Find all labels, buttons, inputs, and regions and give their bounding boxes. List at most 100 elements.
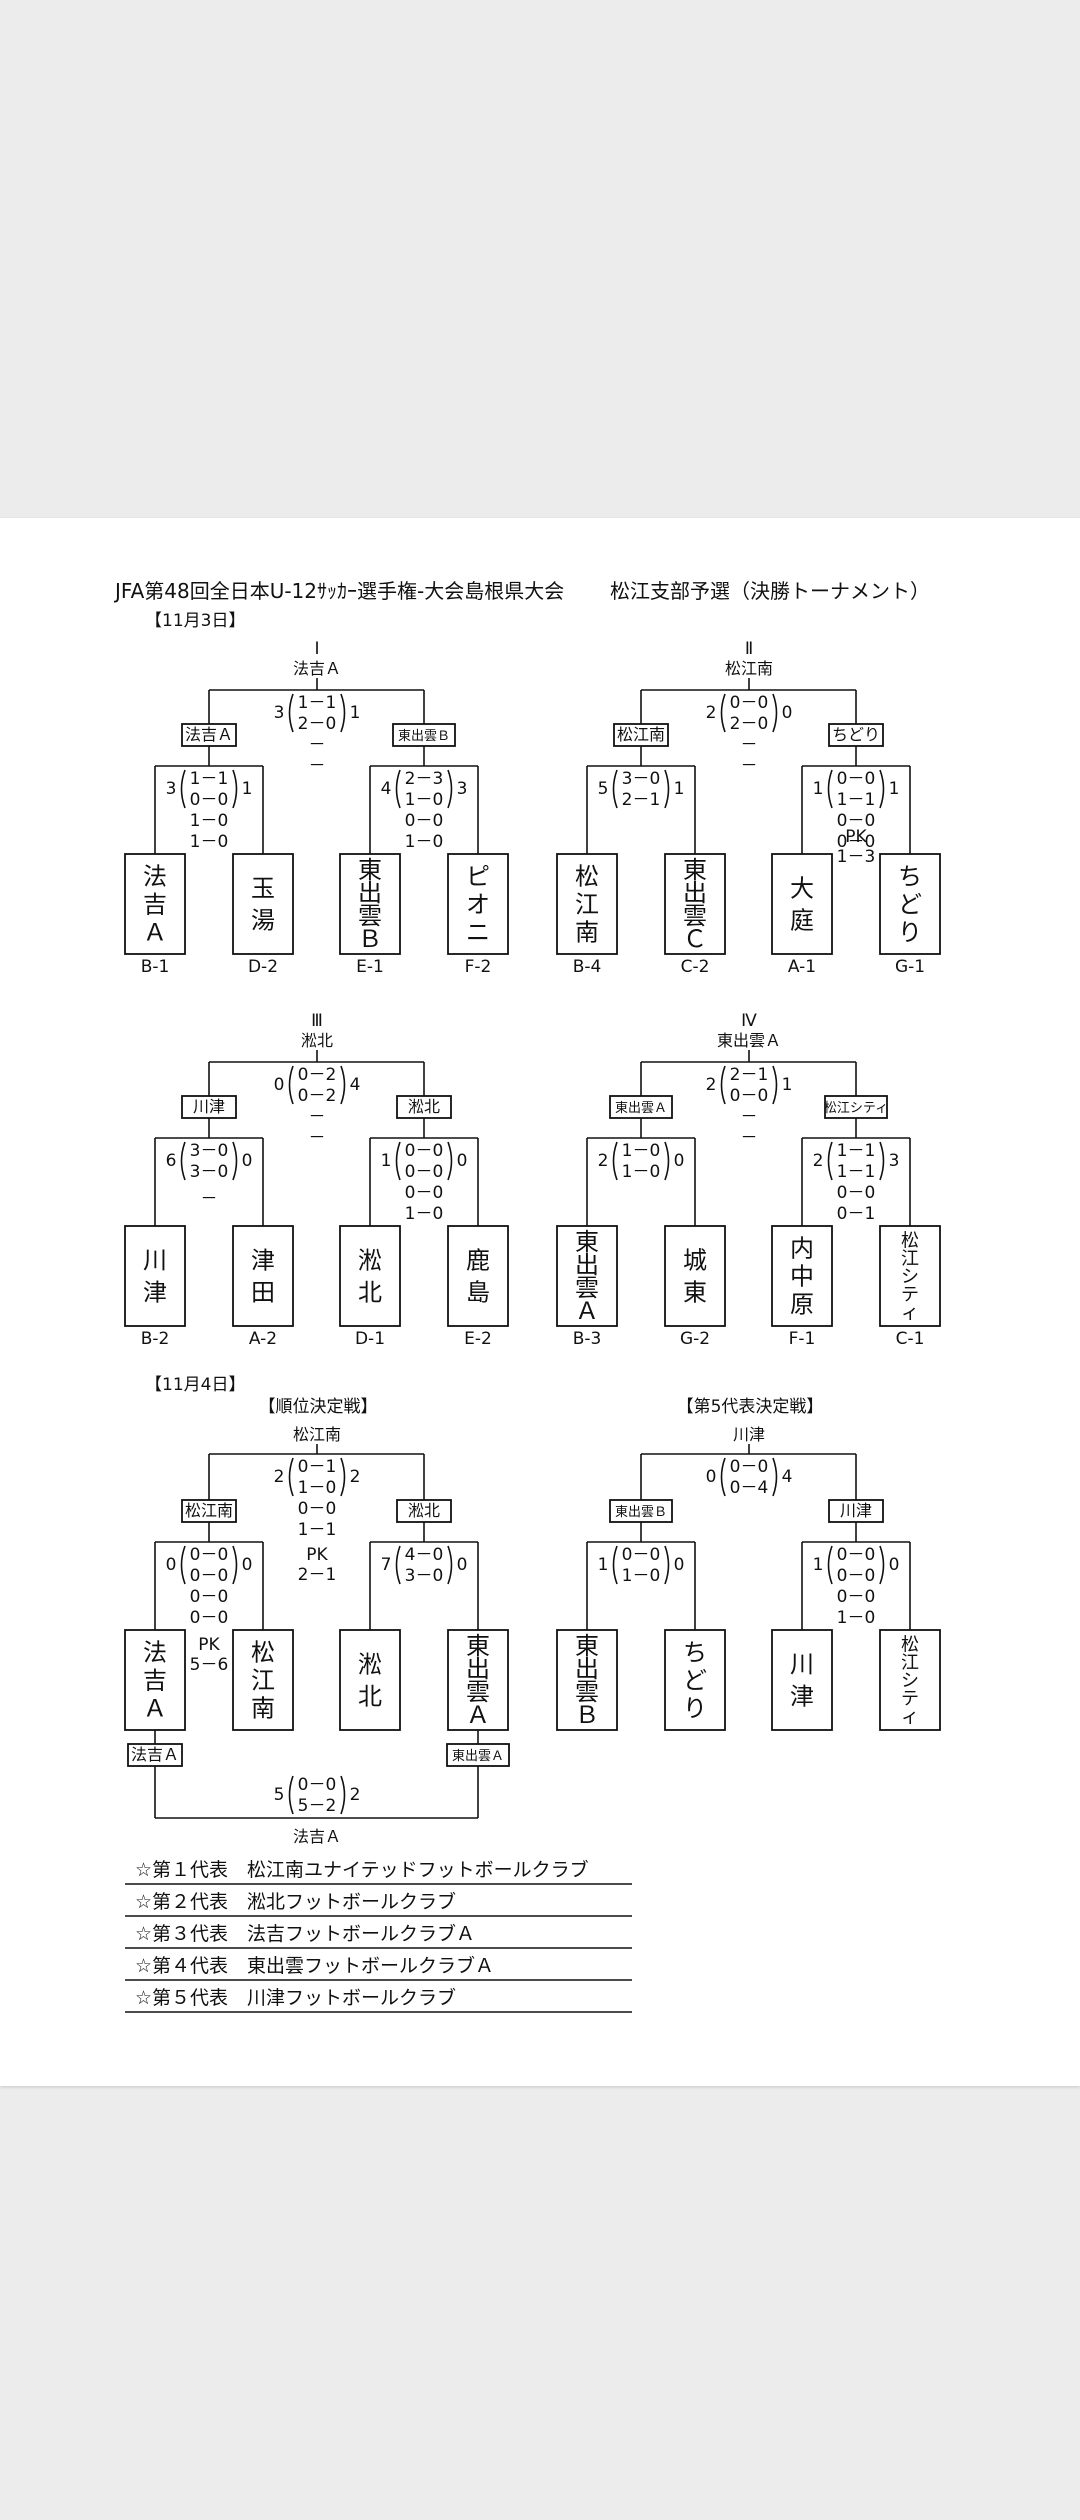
team-box xyxy=(879,1225,941,1327)
final-score-right: 4 xyxy=(350,1075,361,1095)
placement-final-period-score: 0－1 xyxy=(298,1457,337,1477)
team-name-char: ィ xyxy=(901,1302,919,1323)
paren-left xyxy=(720,1457,726,1497)
team-name-char: Ａ xyxy=(143,919,167,947)
placement-final-period-score: 0－0 xyxy=(298,1499,337,1519)
team-name-char: 島 xyxy=(466,1279,490,1307)
paren-left xyxy=(395,1141,401,1181)
pk-score: 1－3 xyxy=(837,847,876,867)
team-code: B-4 xyxy=(573,957,602,977)
fifth-final-score-right: 4 xyxy=(782,1467,793,1487)
fifth-semi-period-score: 0－0 xyxy=(837,1566,876,1586)
placement-semi-period-score: 4－0 xyxy=(405,1545,444,1565)
semi-period-score: 1－1 xyxy=(837,1162,876,1182)
paren-right xyxy=(447,769,453,809)
team-name-char: テ xyxy=(901,1688,919,1709)
bracket-number: Ⅱ xyxy=(745,639,753,659)
team-name-char: 東 xyxy=(683,1279,707,1307)
team-name-char: 東 xyxy=(575,1632,599,1660)
representative-entry: ☆第４代表 東出雲フットボールクラブＡ xyxy=(135,1954,494,1977)
fifth-semi-score-right: 0 xyxy=(674,1555,685,1575)
semi-period-score: 1－1 xyxy=(837,1141,876,1161)
team-code: A-2 xyxy=(249,1329,277,1349)
team-name-char: 津 xyxy=(251,1247,275,1275)
placement-winner: 松江南 xyxy=(293,1425,341,1444)
team-name-char: 出 xyxy=(575,1655,599,1683)
team-name-char: Ａ xyxy=(143,1695,167,1723)
final-period-score: － xyxy=(741,756,758,776)
team-code: F-2 xyxy=(465,957,492,977)
paren-right xyxy=(879,769,885,809)
semi-score-right: 1 xyxy=(242,779,253,799)
placement-final-score-left: 2 xyxy=(274,1467,285,1487)
team-box xyxy=(447,853,509,955)
semi-period-score: 3－0 xyxy=(622,769,661,789)
final-score-right: 0 xyxy=(782,703,793,723)
fifth-semi-period-score: 0－0 xyxy=(622,1545,661,1565)
team-name-char: Ａ xyxy=(575,1297,599,1325)
pk-score: 2－1 xyxy=(298,1565,337,1585)
paren-left xyxy=(612,769,618,809)
team-box xyxy=(232,1629,294,1731)
team-code: B-3 xyxy=(573,1329,602,1349)
team-name-char: 内 xyxy=(790,1235,814,1263)
team-box xyxy=(339,853,401,955)
semi-period-score: 0－0 xyxy=(837,832,876,852)
team-box xyxy=(232,853,294,955)
team-name-char: 田 xyxy=(251,1279,275,1307)
team-name-char: Ｃ xyxy=(683,925,707,953)
team-code: B-2 xyxy=(141,1329,170,1349)
third-place-score-right: 2 xyxy=(350,1785,361,1805)
team-name-char: 城 xyxy=(683,1247,707,1275)
final-period-score: 0－0 xyxy=(730,693,769,713)
paren-left xyxy=(180,1141,186,1181)
team-label: 東出雲Ａ xyxy=(615,1100,667,1116)
team-name-char: Ａ xyxy=(466,1701,490,1729)
team-box xyxy=(556,853,618,955)
team-box xyxy=(447,1629,509,1731)
team-name-char: ピ xyxy=(466,863,490,891)
team-name-char: Ｂ xyxy=(575,1701,599,1729)
team-name-char: 吉 xyxy=(143,891,167,919)
paren-right xyxy=(340,1775,346,1815)
final-period-score: － xyxy=(309,1107,326,1127)
final-score-left: 2 xyxy=(706,1075,717,1095)
final-score-left: 3 xyxy=(274,703,285,723)
representative-entry: ☆第３代表 法吉フットボールクラブＡ xyxy=(135,1922,475,1945)
paren-right xyxy=(772,1065,778,1105)
team-box xyxy=(339,1225,401,1327)
final-period-score: － xyxy=(309,735,326,755)
semi-period-score: 0－0 xyxy=(837,769,876,789)
team-code: E-1 xyxy=(356,957,384,977)
paren-left xyxy=(827,1141,833,1181)
paren-left xyxy=(395,769,401,809)
team-name-char: 出 xyxy=(358,879,382,907)
team-name-char: ど xyxy=(898,891,922,919)
semi-period-score: 0－1 xyxy=(837,1204,876,1224)
team-name-char: 玉 xyxy=(251,875,275,903)
placement-semi-period-score: 3－0 xyxy=(405,1566,444,1586)
team-label: ちどり xyxy=(832,725,880,744)
semi-dash: － xyxy=(201,1189,218,1209)
team-name-char: 雲 xyxy=(466,1678,490,1706)
fifth-semi-period-score: 1－0 xyxy=(622,1566,661,1586)
placement-semi-score-left: 7 xyxy=(381,1555,392,1575)
placement-semi-score-right: 0 xyxy=(457,1555,468,1575)
semi-period-score: 0－0 xyxy=(405,1141,444,1161)
bracket-number: Ⅳ xyxy=(741,1011,757,1031)
paren-left xyxy=(288,1457,294,1497)
bracket-winner: 松江南 xyxy=(725,659,773,678)
team-name-char: 江 xyxy=(901,1652,919,1673)
pk-label: PK xyxy=(845,827,867,847)
team-code: A-1 xyxy=(788,957,816,977)
semi-score-left: 5 xyxy=(598,779,609,799)
semi-score-right: 1 xyxy=(674,779,685,799)
team-box xyxy=(447,1225,509,1327)
final-period-score: － xyxy=(309,1128,326,1148)
team-name-char: シ xyxy=(901,1266,919,1287)
paren-right xyxy=(664,1141,670,1181)
final-period-score: 0－0 xyxy=(730,1086,769,1106)
team-box xyxy=(771,1225,833,1327)
team-name-char: ニ xyxy=(466,919,490,947)
team-name-char: 雲 xyxy=(683,902,707,930)
